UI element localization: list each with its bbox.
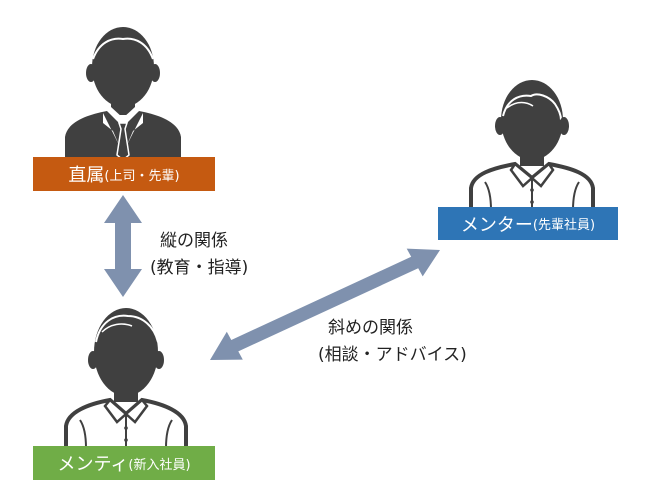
young-man-shirt-icon <box>64 308 188 448</box>
businessman-shirt-icon <box>469 80 595 210</box>
diagonal-relation-title: 斜めの関係 <box>328 318 413 338</box>
diagonal-relation-detail: (相談・アドバイス) <box>318 345 467 365</box>
diagonal-double-arrow <box>210 248 440 360</box>
mentee-label-main: メンティ <box>57 454 129 475</box>
mentor-label-main: メンター <box>460 214 533 236</box>
mentee-label: メンティ (新入社員) <box>33 446 215 480</box>
mentor-label-sub: (先輩社員) <box>532 218 596 233</box>
diagonal-relation-text: 斜めの関係 (相談・アドバイス) <box>318 315 467 369</box>
vertical-double-arrow <box>104 195 142 297</box>
vertical-relation-title: 縦の関係 <box>160 231 228 251</box>
businessman-suit-tie-icon <box>65 27 181 160</box>
boss-label-main: 直属 <box>68 165 105 186</box>
vertical-relation-text: 縦の関係 (教育・指導) <box>150 228 248 282</box>
mentee-label-sub: (新入社員) <box>128 457 191 473</box>
mentor-label: メンター (先輩社員) <box>438 207 618 240</box>
boss-label-sub: (上司・先輩) <box>104 168 180 184</box>
boss-label: 直属 (上司・先輩) <box>33 157 215 191</box>
vertical-relation-detail: (教育・指導) <box>150 258 249 278</box>
